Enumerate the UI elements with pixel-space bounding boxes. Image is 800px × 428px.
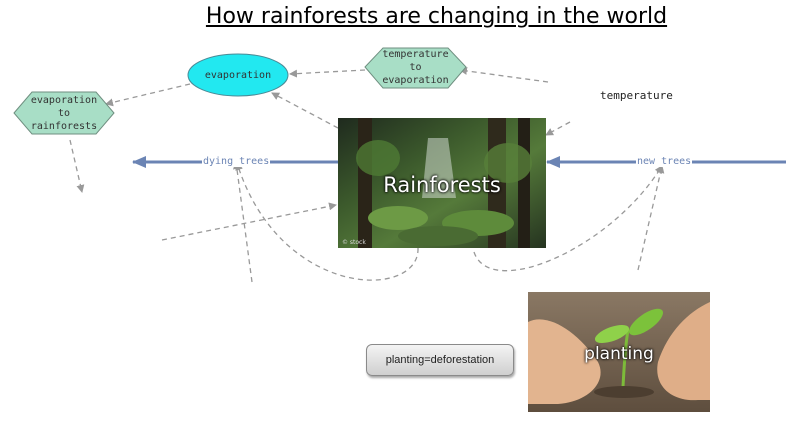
connector-evap-rainforests-down xyxy=(69,139,85,193)
planting-deforestation-button[interactable]: planting=deforestation xyxy=(366,344,514,376)
dying-trees-label[interactable]: dying trees xyxy=(202,156,271,167)
connector-loop-to-new-trees xyxy=(473,165,663,272)
evaporation-to-rainforests-label: evaporation to rainforests xyxy=(30,95,98,132)
connector-left-to-rainforests xyxy=(161,202,337,241)
connector-temp-to-evap-node xyxy=(289,69,366,78)
rainforest-picture xyxy=(338,118,546,248)
planting-caption: planting xyxy=(584,344,654,364)
seedling-picture xyxy=(528,292,710,412)
temperature-to-evaporation-node[interactable] xyxy=(364,47,467,89)
connector-loop-to-dying-trees xyxy=(235,162,419,281)
connector-rainforests-to-evaporation xyxy=(271,92,339,129)
temperature-label[interactable]: temperature xyxy=(600,89,673,102)
connector-bottom-to-new-trees xyxy=(637,165,665,271)
evaporation-label: evaporation xyxy=(204,70,272,81)
rainforests-credit: © stock xyxy=(342,239,366,246)
evaporation-node[interactable] xyxy=(187,53,289,97)
diagram-title: How rainforests are changing in the worl… xyxy=(205,4,668,29)
connector-bottom-to-dying-trees xyxy=(232,161,253,283)
planting-image[interactable]: planting xyxy=(528,292,710,412)
dashed-connectors xyxy=(69,66,665,283)
temperature-to-evaporation-label: temperature to evaporation xyxy=(382,49,449,86)
rainforests-image[interactable]: Rainforests © stock xyxy=(338,118,546,248)
new-trees-label[interactable]: new trees xyxy=(636,156,693,167)
rainforests-caption: Rainforests xyxy=(383,173,501,197)
connector-evap-to-evap-rainforests xyxy=(105,83,191,107)
connector-temperature-to-rainforests xyxy=(545,121,571,136)
connector-temperature-to-hex xyxy=(459,66,549,83)
evaporation-to-rainforests-node[interactable] xyxy=(13,91,115,135)
